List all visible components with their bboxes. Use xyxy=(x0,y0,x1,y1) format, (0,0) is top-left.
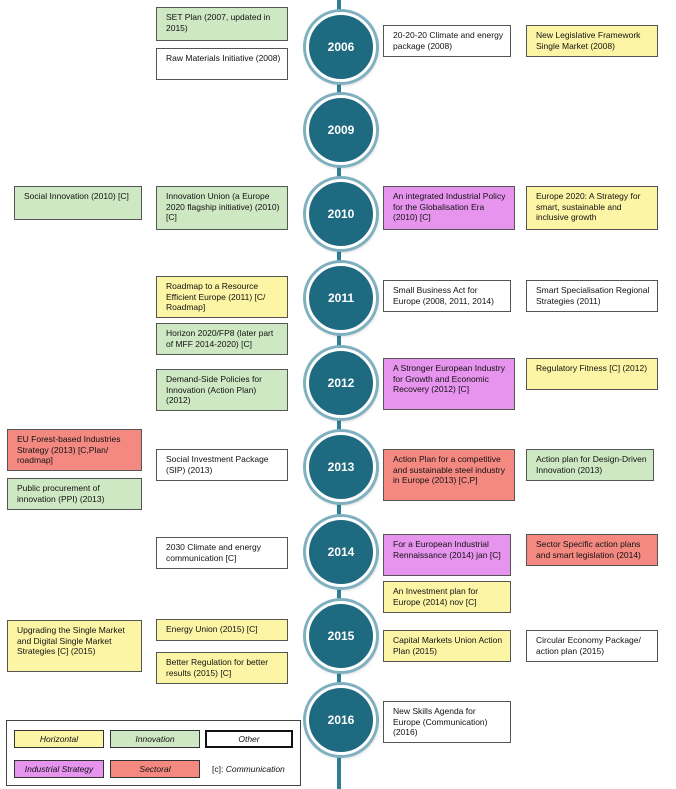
policy-box-climate-20-20-20: 20-20-20 Climate and energy package (200… xyxy=(383,25,511,57)
legend-other: Other xyxy=(205,730,293,748)
policy-box-demand-side-policies: Demand-Side Policies for Innovation (Act… xyxy=(156,369,288,411)
year-node-2006: 2006 xyxy=(306,12,376,82)
legend: Horizontal Innovation Other Industrial S… xyxy=(6,720,301,786)
policy-box-set-plan: SET Plan (2007, updated in 2015) xyxy=(156,7,288,41)
policy-box-integrated-industrial-policy: An integrated Industrial Policy for the … xyxy=(383,186,515,230)
policy-box-circular-economy: Circular Economy Package/ action plan (2… xyxy=(526,630,658,662)
policy-box-small-business-act: Small Business Act for Europe (2008, 201… xyxy=(383,280,511,312)
policy-box-industrial-renaissance: For a European Industrial Rennaissance (… xyxy=(383,534,511,576)
policy-box-public-procurement: Public procurement of innovation (PPI) (… xyxy=(7,478,142,510)
policy-box-innovation-union: Innovation Union (a Europe 2020 flagship… xyxy=(156,186,288,230)
legend-communication-note: [c]: Communication xyxy=(212,764,285,774)
year-node-2016: 2016 xyxy=(306,685,376,755)
policy-box-better-regulation: Better Regulation for better results (20… xyxy=(156,652,288,684)
policy-box-raw-materials: Raw Materials Initiative (2008) xyxy=(156,48,288,80)
legend-note-text: Communication xyxy=(225,764,285,774)
policy-box-investment-plan: An Investment plan for Europe (2014) nov… xyxy=(383,581,511,613)
policy-box-social-innovation: Social Innovation (2010) [C] xyxy=(14,186,142,220)
policy-box-resource-efficient-roadmap: Roadmap to a Resource Efficient Europe (… xyxy=(156,276,288,318)
legend-innovation: Innovation xyxy=(110,730,200,748)
legend-sectoral: Sectoral xyxy=(110,760,200,778)
year-node-2011: 2011 xyxy=(306,263,376,333)
year-node-2013: 2013 xyxy=(306,432,376,502)
policy-box-europe-2020: Europe 2020: A Strategy for smart, susta… xyxy=(526,186,658,230)
legend-horizontal: Horizontal xyxy=(14,730,104,748)
policy-box-new-legislative-framework: New Legislative Framework Single Market … xyxy=(526,25,658,57)
year-node-2012: 2012 xyxy=(306,348,376,418)
policy-box-sector-specific-action-plans: Sector Specific action plans and smart l… xyxy=(526,534,658,566)
policy-box-capital-markets-union: Capital Markets Union Action Plan (2015) xyxy=(383,630,511,662)
legend-note-code: [c]: xyxy=(212,764,224,774)
policy-box-2030-climate-energy: 2030 Climate and energy communication [C… xyxy=(156,537,288,569)
policy-box-stronger-european-industry: A Stronger European Industry for Growth … xyxy=(383,358,515,410)
year-node-2009: 2009 xyxy=(306,95,376,165)
policy-box-forest-based-industries: EU Forest-based Industries Strategy (201… xyxy=(7,429,142,471)
policy-box-digital-single-market: Upgrading the Single Market and Digital … xyxy=(7,620,142,672)
policy-box-regulatory-fitness: Regulatory Fitness [C] (2012) xyxy=(526,358,658,390)
year-node-2015: 2015 xyxy=(306,601,376,671)
policy-box-horizon-2020: Horizon 2020/FP8 (later part of MFF 2014… xyxy=(156,323,288,355)
year-node-2014: 2014 xyxy=(306,517,376,587)
policy-box-design-driven-innovation: Action plan for Design-Driven Innovation… xyxy=(526,449,654,481)
policy-box-social-investment-package: Social Investment Package (SIP) (2013) xyxy=(156,449,288,481)
legend-industrial-strategy: Industrial Strategy xyxy=(14,760,104,778)
year-node-2010: 2010 xyxy=(306,179,376,249)
policy-box-energy-union: Energy Union (2015) [C] xyxy=(156,619,288,641)
policy-box-smart-specialisation: Smart Specialisation Regional Strategies… xyxy=(526,280,658,312)
policy-box-new-skills-agenda: New Skills Agenda for Europe (Communicat… xyxy=(383,701,511,743)
policy-box-steel-action-plan: Action Plan for a competitive and sustai… xyxy=(383,449,515,501)
